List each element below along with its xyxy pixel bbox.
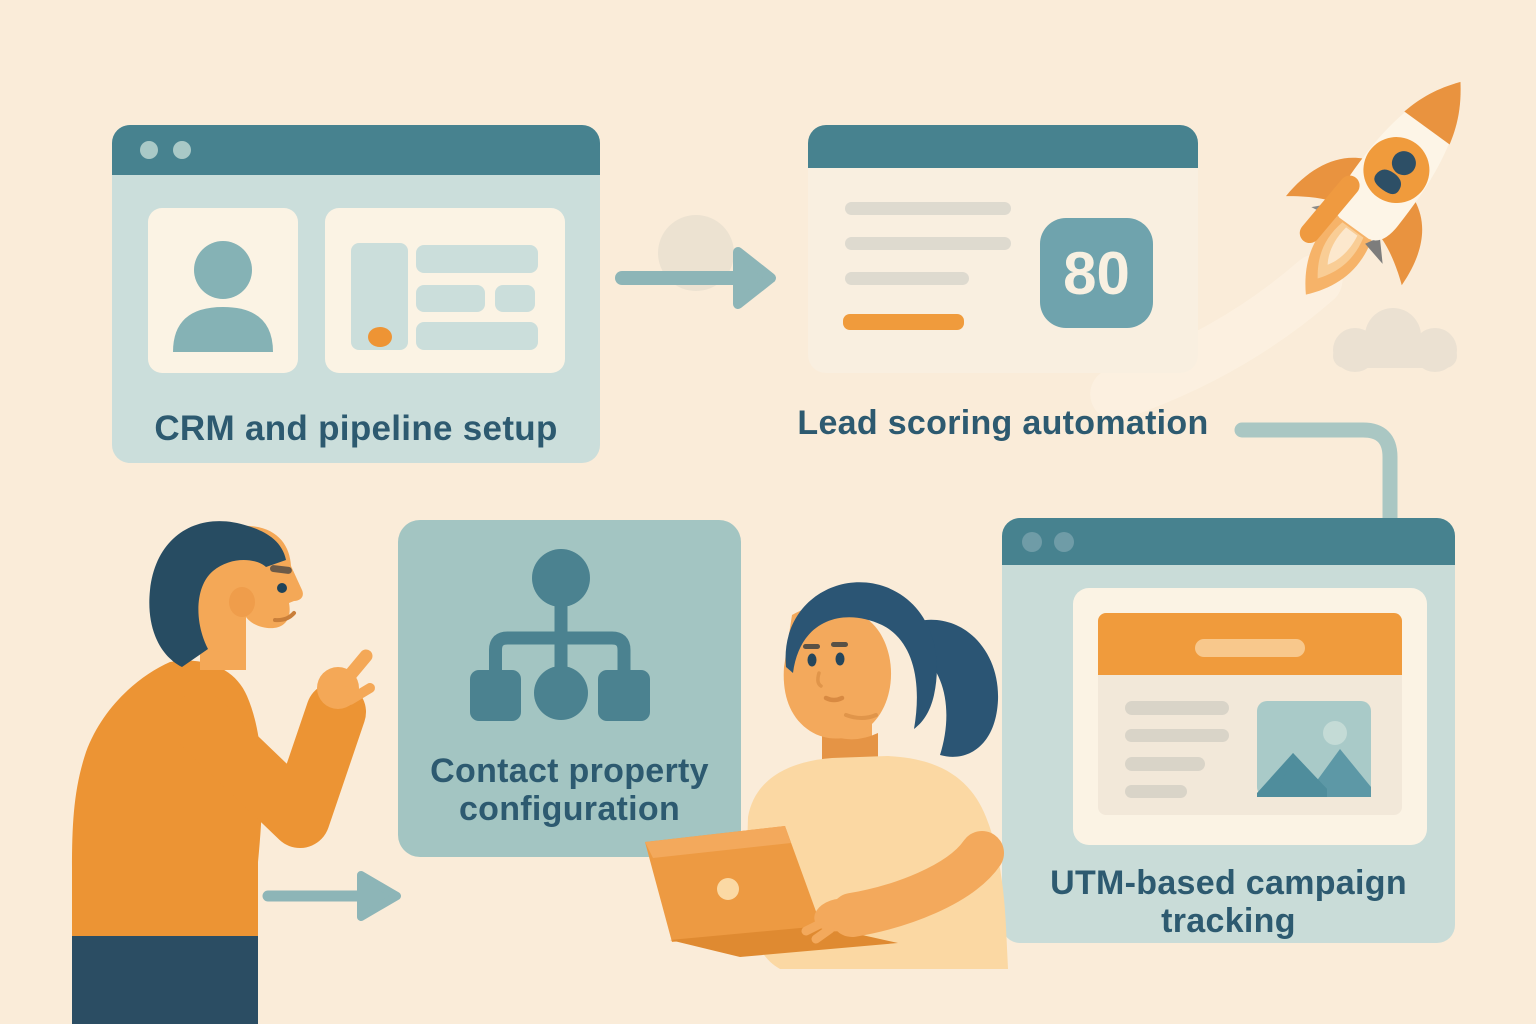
crm-pipeline-panel: CRM and pipeline setup [112,125,600,463]
rocket-trail [1090,254,1343,421]
status-dot [368,327,392,347]
crm-panel-label: CRM and pipeline setup [154,409,558,448]
pants [72,936,258,1024]
sweater [72,660,263,942]
utm-tracking-panel: UTM-based campaign tracking [1002,518,1455,943]
window-control-dot [1022,531,1042,552]
woman-typing-illustration [645,582,1008,969]
utm-label-line1: UTM-based campaign [1050,864,1407,902]
hierarchy-tree-icon [470,549,650,721]
text-line [1125,729,1229,742]
text-line [1125,757,1205,771]
window-control-dot [140,141,158,159]
page-banner [1098,613,1402,675]
window-control-dot [1054,531,1074,552]
utm-label-line2: tracking [1161,902,1296,940]
browser-titlebar [808,125,1198,168]
record-card [325,208,565,373]
field-row [416,245,538,273]
man-hair [149,521,286,667]
woman-hair [785,582,937,729]
score-badge: 80 [1040,218,1153,328]
contact-property-panel: Contact property configuration [398,520,741,857]
person-avatar-icon [173,241,273,352]
text-line [1125,785,1187,798]
man-pointing-illustration [72,521,375,1024]
record-fields-graphic [351,243,408,350]
page-body [1098,675,1402,815]
webpage-card [1073,588,1427,845]
field-row [495,285,535,312]
contact-property-label-line1: Contact property [430,752,709,790]
cloud-icon [1333,308,1457,372]
contact-card [148,208,298,373]
woman-forearm [830,831,1004,937]
window-control-dot [173,141,191,159]
banner-pill [1195,639,1305,657]
arrow-right-icon [615,215,776,309]
highlight-line [843,314,964,330]
text-line [845,272,969,285]
laptop-logo [717,878,739,900]
text-line [845,237,1011,250]
lead-scoring-panel: 80 [808,125,1198,373]
rocket-icon [1285,81,1461,295]
woman-face [783,605,892,739]
browser-titlebar [112,125,600,175]
lead-scoring-label: Lead scoring automation [797,404,1209,442]
field-row [416,285,485,312]
text-line [1125,701,1229,715]
image-placeholder-icon [1257,701,1371,797]
text-line [845,202,1011,215]
arrow-right-icon [262,871,401,921]
field-row [416,322,538,350]
contact-property-label-line2: configuration [458,790,681,828]
elbow-connector-line [1234,422,1398,535]
browser-titlebar [1002,518,1455,565]
